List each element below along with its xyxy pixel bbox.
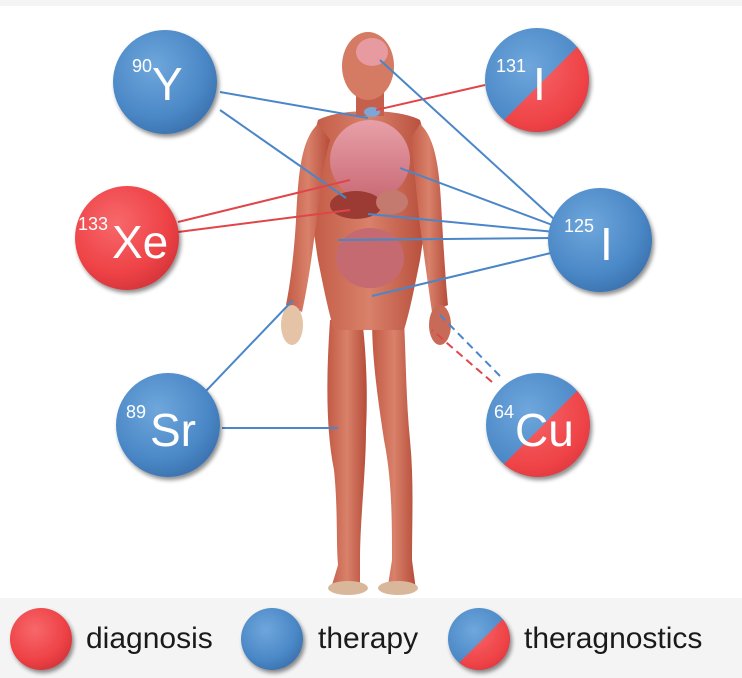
left-foot — [328, 581, 368, 595]
heart-lungs — [330, 120, 410, 200]
right-hand — [429, 305, 451, 345]
left-hand — [281, 305, 303, 345]
isotope-cu64-mass: 64 — [494, 402, 514, 422]
intestines — [336, 228, 404, 288]
isotope-i131-mass: 131 — [496, 56, 526, 76]
isotope-sr89: 89 Sr — [116, 373, 220, 477]
stomach — [376, 190, 408, 214]
legend-theragnostics-label: theragnostics — [524, 622, 702, 655]
thyroid — [364, 107, 380, 117]
isotope-cu64-symbol: Cu — [515, 404, 574, 456]
isotope-sr89-symbol: Sr — [150, 404, 196, 456]
legend-therapy-label: therapy — [318, 622, 418, 655]
isotope-y90: 90 Y — [113, 30, 217, 134]
isotope-sr89-mass: 89 — [126, 402, 146, 422]
isotope-i131-symbol: I — [533, 58, 546, 110]
legend-diagnosis-swatch — [10, 608, 72, 670]
isotope-i125-mass: 125 — [564, 216, 594, 236]
isotope-xe133: 133 Xe — [75, 186, 179, 290]
isotope-xe133-symbol: Xe — [112, 216, 168, 268]
isotope-xe133-mass: 133 — [78, 214, 108, 234]
isotope-i125-symbol: I — [600, 218, 613, 270]
legend-diagnosis-label: diagnosis — [86, 622, 213, 655]
right-foot — [378, 581, 418, 595]
isotope-y90-symbol: Y — [152, 58, 183, 110]
legend-therapy-swatch — [241, 608, 303, 670]
isotope-i125: 125 I — [548, 188, 652, 292]
isotope-y90-mass: 90 — [132, 56, 152, 76]
